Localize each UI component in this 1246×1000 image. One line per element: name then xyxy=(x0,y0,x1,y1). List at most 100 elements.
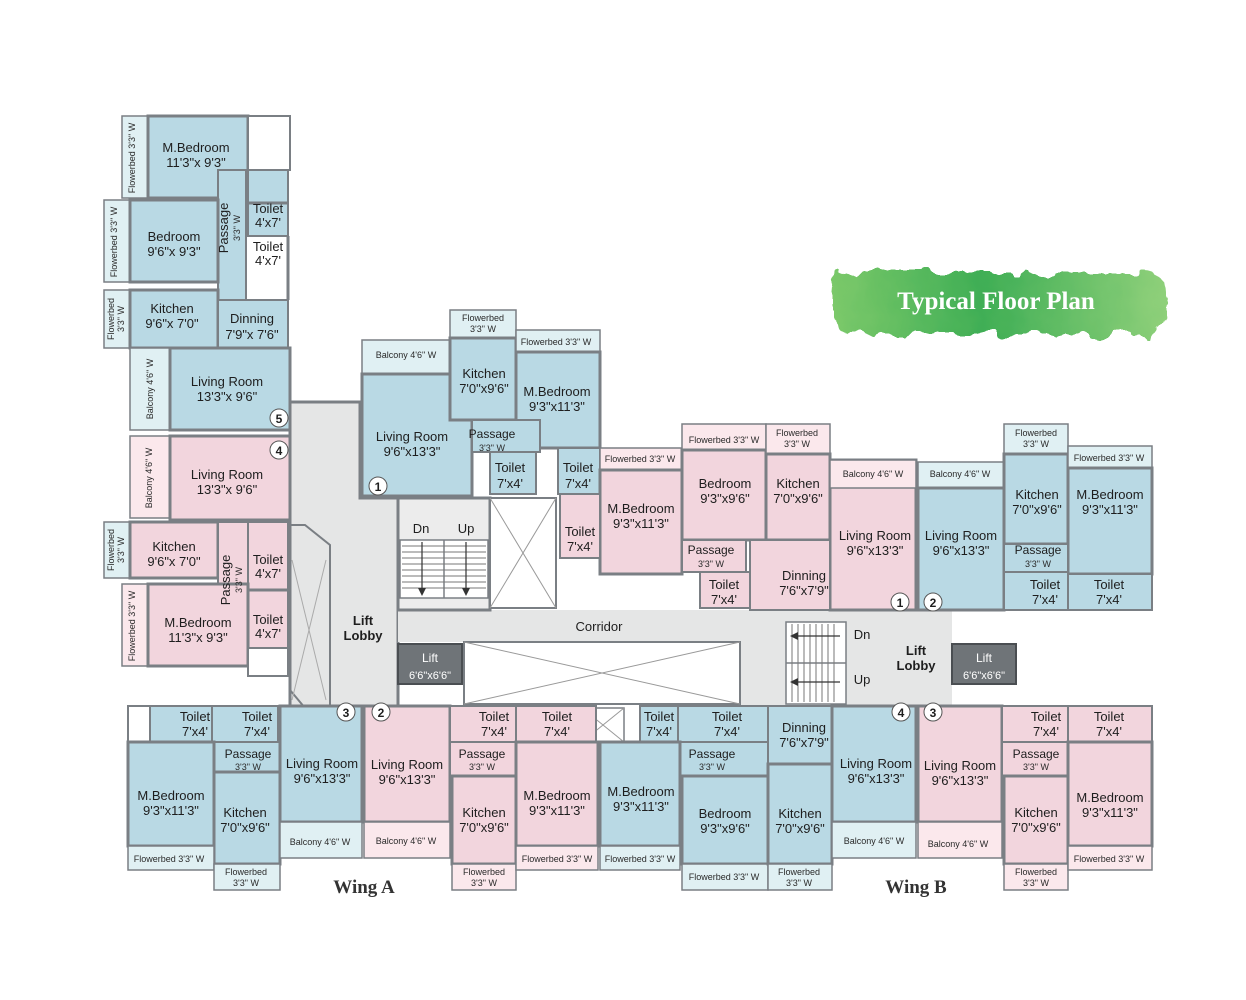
svg-text:Passage: Passage xyxy=(469,427,516,441)
svg-text:Dinning: Dinning xyxy=(230,311,274,326)
svg-text:9'3"x11'3": 9'3"x11'3" xyxy=(1082,502,1138,517)
svg-text:7'x4': 7'x4' xyxy=(544,724,570,739)
flat-1-wing-b xyxy=(559,423,918,612)
svg-text:Flowerbed 3'3" W: Flowerbed 3'3" W xyxy=(522,854,593,864)
flat-number-2-a: 2 xyxy=(378,706,385,720)
svg-text:9'3"x11'3": 9'3"x11'3" xyxy=(613,516,669,531)
flat-number-1-a: 1 xyxy=(375,480,382,494)
svg-text:Flowerbed 3'3" W: Flowerbed 3'3" W xyxy=(1074,453,1145,463)
flat-4-wing-b xyxy=(598,704,918,891)
svg-text:Flowerbed: Flowerbed xyxy=(463,867,505,877)
svg-text:Living Room: Living Room xyxy=(376,429,448,444)
svg-text:Toilet: Toilet xyxy=(1030,577,1061,592)
flat-4-wing-b-labels: Toilet 7'x4' Toilet 7'x4' Passage 3'3" W… xyxy=(605,709,912,888)
svg-text:7'x4': 7'x4' xyxy=(1096,724,1122,739)
flat-3-wing-b xyxy=(916,704,1154,891)
svg-text:Passage: Passage xyxy=(689,747,736,761)
wing-b-label: Wing B xyxy=(885,877,947,898)
svg-text:Flowerbed: Flowerbed xyxy=(225,867,267,877)
svg-text:Toilet: Toilet xyxy=(565,524,596,539)
flat-5 xyxy=(103,114,292,432)
svg-text:M.Bedroom: M.Bedroom xyxy=(523,384,590,399)
svg-text:Dinning: Dinning xyxy=(782,720,826,735)
svg-text:3'3" W: 3'3" W xyxy=(698,559,724,569)
svg-text:Kitchen: Kitchen xyxy=(1014,805,1057,820)
stairs-up-label-b: Up xyxy=(854,672,871,687)
svg-text:Kitchen: Kitchen xyxy=(462,805,505,820)
svg-text:9'3"x11'3": 9'3"x11'3" xyxy=(143,803,199,818)
svg-text:4'x7': 4'x7' xyxy=(255,566,281,581)
flat-3-wing-a xyxy=(126,704,364,891)
svg-text:7'9"x 7'6": 7'9"x 7'6" xyxy=(225,327,279,342)
svg-text:Balcony 4'6" W: Balcony 4'6" W xyxy=(928,839,989,849)
svg-text:M.Bedroom: M.Bedroom xyxy=(607,784,674,799)
flat-4 xyxy=(103,434,292,677)
svg-text:13'3"x 9'6": 13'3"x 9'6" xyxy=(197,389,258,404)
svg-text:Toilet: Toilet xyxy=(1094,709,1125,724)
svg-text:Flowerbed: Flowerbed xyxy=(776,428,818,438)
svg-text:Toilet: Toilet xyxy=(709,577,740,592)
svg-text:Toilet: Toilet xyxy=(563,460,594,475)
svg-text:7'x4': 7'x4' xyxy=(1096,592,1122,607)
svg-text:Balcony 4'6" W: Balcony 4'6" W xyxy=(930,469,991,479)
svg-text:Dinning: Dinning xyxy=(782,568,826,583)
svg-text:4'x7': 4'x7' xyxy=(255,253,281,268)
svg-text:7'6"x7'9": 7'6"x7'9" xyxy=(779,583,829,598)
flat-4-labels: Balcony 4'6" W Living Room 13'3"x 9'6" F… xyxy=(106,447,284,661)
svg-text:3'3" W: 3'3" W xyxy=(699,762,725,772)
page-title: Typical Floor Plan xyxy=(897,288,1095,315)
svg-text:Lift: Lift xyxy=(976,651,993,665)
svg-text:Toilet: Toilet xyxy=(180,709,211,724)
svg-text:Balcony 4'6" W: Balcony 4'6" W xyxy=(843,469,904,479)
svg-text:Toilet: Toilet xyxy=(253,239,284,254)
stairs-dn-label-b: Dn xyxy=(854,627,871,642)
svg-text:Kitchen: Kitchen xyxy=(462,366,505,381)
svg-text:Balcony 4'6" W: Balcony 4'6" W xyxy=(290,837,351,847)
flat-2-wing-a-labels: Living Room 9'6"x13'3" Balcony 4'6" W To… xyxy=(371,709,593,888)
svg-text:Flowerbed: Flowerbed xyxy=(1015,428,1057,438)
svg-text:Kitchen: Kitchen xyxy=(1015,487,1058,502)
svg-text:Passage: Passage xyxy=(459,747,506,761)
svg-text:Kitchen: Kitchen xyxy=(778,806,821,821)
svg-text:7'0"x9'6": 7'0"x9'6" xyxy=(1011,820,1061,835)
svg-text:Flowerbed: Flowerbed xyxy=(106,529,116,571)
wing-a-label: Wing A xyxy=(333,877,395,898)
svg-text:Flowerbed: Flowerbed xyxy=(106,298,116,340)
svg-text:7'0"x9'6": 7'0"x9'6" xyxy=(1012,502,1062,517)
svg-text:M.Bedroom: M.Bedroom xyxy=(607,501,674,516)
common-areas: Lift 6'6"x6'6" Lift 6'6"x6'6" Lift Lobby… xyxy=(288,400,1017,743)
svg-text:Toilet: Toilet xyxy=(253,552,284,567)
svg-text:Toilet: Toilet xyxy=(479,709,510,724)
svg-text:Toilet: Toilet xyxy=(1031,709,1062,724)
flat-2-wing-b-labels: Balcony 4'6" W Living Room 9'6"x13'3" Fl… xyxy=(925,428,1145,607)
svg-text:7'x4': 7'x4' xyxy=(244,724,270,739)
svg-text:Balcony 4'6" W: Balcony 4'6" W xyxy=(144,447,154,508)
svg-text:Kitchen: Kitchen xyxy=(152,539,195,554)
svg-text:7'x4': 7'x4' xyxy=(567,539,593,554)
svg-text:Living Room: Living Room xyxy=(925,528,997,543)
svg-text:3'3" W: 3'3" W xyxy=(1025,559,1051,569)
svg-text:7'x4': 7'x4' xyxy=(481,724,507,739)
svg-text:7'x4': 7'x4' xyxy=(714,724,740,739)
svg-text:9'6"x 7'0": 9'6"x 7'0" xyxy=(147,554,201,569)
title-banner: Typical Floor Plan xyxy=(832,272,1166,334)
lift-lobby-a-label-1: Lift xyxy=(353,613,374,628)
svg-text:7'x4': 7'x4' xyxy=(711,592,737,607)
svg-text:Living Room: Living Room xyxy=(191,467,263,482)
flat-3-wing-b-labels: Living Room 9'6"x13'3" Balcony 4'6" W To… xyxy=(924,709,1145,888)
svg-text:7'0"x9'6": 7'0"x9'6" xyxy=(459,820,509,835)
svg-text:M.Bedroom: M.Bedroom xyxy=(137,788,204,803)
svg-text:Flowerbed 3'3" W: Flowerbed 3'3" W xyxy=(689,435,760,445)
svg-text:3'3" W: 3'3" W xyxy=(235,762,261,772)
svg-text:3'3" W: 3'3" W xyxy=(234,567,244,593)
svg-text:9'3"x9'6": 9'3"x9'6" xyxy=(700,821,750,836)
flat-number-3-a: 3 xyxy=(343,706,350,720)
svg-text:Flowerbed 3'3" W: Flowerbed 3'3" W xyxy=(605,854,676,864)
lift-lobby-b-label-1: Lift xyxy=(906,643,927,658)
svg-text:Flowerbed: Flowerbed xyxy=(778,867,820,877)
svg-text:Balcony 4'6" W: Balcony 4'6" W xyxy=(376,836,437,846)
svg-text:M.Bedroom: M.Bedroom xyxy=(1076,487,1143,502)
staircase-wing-a xyxy=(399,539,489,599)
svg-text:Living Room: Living Room xyxy=(839,528,911,543)
svg-text:Kitchen: Kitchen xyxy=(223,805,266,820)
